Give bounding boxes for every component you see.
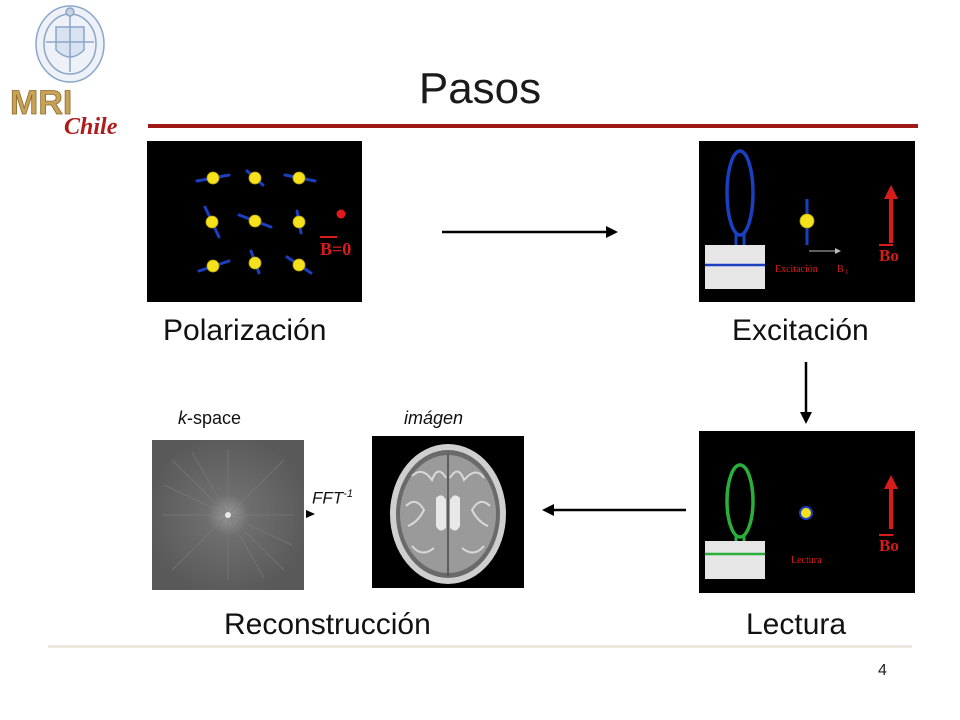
reconstruction-label: Reconstrucción	[224, 608, 431, 641]
excitation-panel: Excitación B 1 Bo	[699, 141, 915, 302]
excitation-label: Excitación	[732, 314, 869, 347]
kspace-suffix: -space	[187, 408, 242, 428]
b0-field-label-readout: Bo	[879, 536, 899, 555]
arrow-left-icon	[540, 500, 688, 520]
title-divider	[148, 124, 918, 128]
page-number: 4	[878, 662, 887, 679]
readout-caption: Lectura	[791, 555, 822, 566]
b1-field-label: B	[837, 264, 844, 275]
logo-text-chile: Chile	[64, 114, 118, 140]
zero-field-label: B=0	[320, 239, 351, 259]
kspace-label: k-space	[178, 408, 241, 429]
excitation-caption: Excitación	[775, 264, 818, 275]
readout-panel: Lectura Bo	[699, 431, 915, 593]
kspace-image	[152, 440, 304, 590]
polarization-panel: B=0	[147, 141, 362, 302]
crest-emblem	[35, 5, 105, 83]
readout-label: Lectura	[746, 608, 847, 641]
fft-base: FFT	[312, 488, 344, 508]
fft-arrow-icon	[304, 506, 316, 518]
inverse-fft-label: FFT-1	[312, 488, 353, 509]
excitation-graphic: Excitación B 1 Bo	[705, 149, 899, 289]
logo-text-mri: MRI	[10, 84, 72, 122]
b0-field-label: Bo	[879, 246, 899, 265]
polarization-spins-graphic: B=0	[195, 169, 351, 275]
brain-mri-image	[372, 436, 524, 588]
fft-exponent: -1	[343, 488, 353, 500]
readout-graphic: Lectura Bo	[705, 463, 899, 579]
arrow-down-icon	[796, 360, 816, 426]
b1-subscript: 1	[845, 268, 849, 276]
footer-divider	[48, 645, 912, 648]
mri-chile-logo: MRI Chile	[6, 2, 146, 142]
slide-title: Pasos	[418, 64, 542, 113]
polarization-label: Polarización	[163, 314, 327, 347]
arrow-right-icon	[440, 222, 620, 242]
image-label: imágen	[404, 408, 464, 428]
kspace-k: k	[178, 408, 187, 428]
